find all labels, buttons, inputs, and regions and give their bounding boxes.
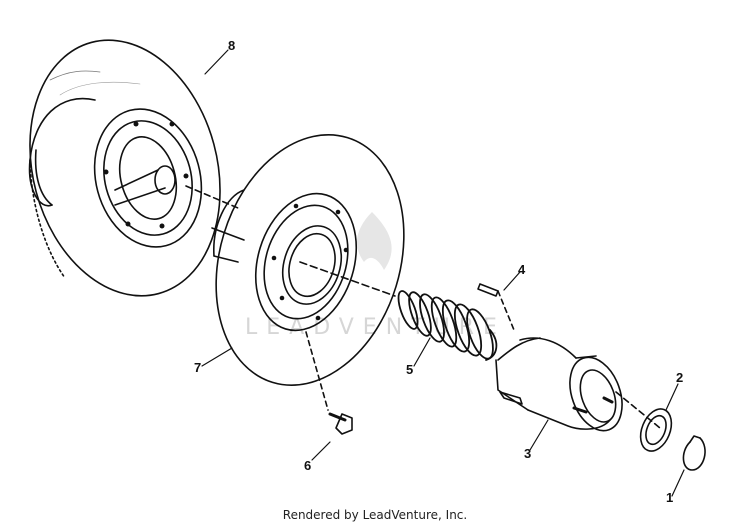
- leader-1: [671, 469, 685, 497]
- callout-1: 1: [666, 490, 673, 505]
- part-3-cam-housing: [495, 337, 661, 432]
- callout-leaders: [201, 49, 685, 497]
- part-4-pin: [477, 283, 515, 331]
- leader-4: [503, 271, 521, 291]
- watermark-flame-icon: [357, 212, 392, 270]
- leader-7: [201, 347, 233, 367]
- leader-3: [529, 419, 549, 451]
- leader-5: [413, 337, 431, 367]
- part-5-spring: [397, 290, 498, 361]
- callout-6: 6: [304, 458, 311, 473]
- part-1-snap-ring: [682, 435, 706, 471]
- callout-2: 2: [676, 370, 683, 385]
- leader-2: [665, 383, 679, 411]
- callout-4: 4: [518, 262, 526, 277]
- part-6-bolt: [328, 412, 353, 435]
- callout-labels: 8 7 6 5 4 3 2 1: [194, 38, 683, 505]
- callout-5: 5: [406, 362, 413, 377]
- callout-3: 3: [524, 446, 531, 461]
- leader-8: [204, 49, 229, 75]
- render-credit: Rendered by LeadVenture, Inc.: [282, 508, 468, 522]
- part-7-movable-sheave: [211, 133, 405, 411]
- callout-7: 7: [194, 360, 201, 375]
- part-8-fixed-sheave: [28, 39, 239, 297]
- callout-8: 8: [228, 38, 235, 53]
- part-2-washer: [639, 408, 673, 452]
- leader-6: [311, 441, 331, 461]
